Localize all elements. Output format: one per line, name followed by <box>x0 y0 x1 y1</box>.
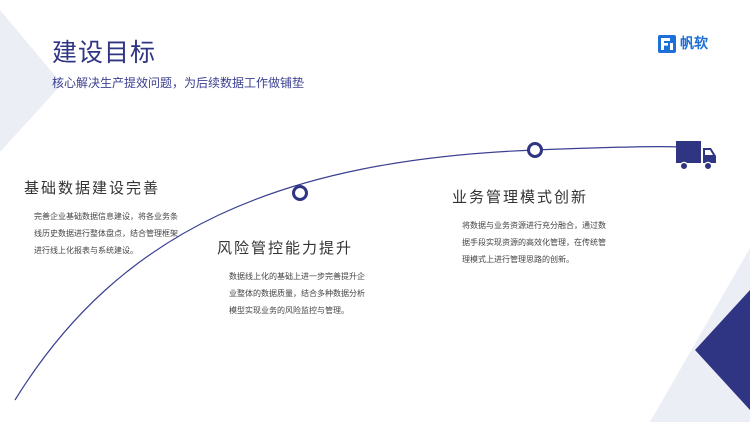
page-subtitle: 核心解决生产提效问题，为后续数据工作做铺垫 <box>52 76 305 90</box>
milestone-1-description: 完善企业基础数据信息建设，将各业务条线历史数据进行整体盘点，结合管理框架进行线上… <box>34 212 178 255</box>
brand-name: 帆软 <box>680 36 708 52</box>
deco-right-triangle-dark <box>695 290 750 410</box>
brand-logo: 帆软 <box>658 34 708 54</box>
milestone-1: 基础数据建设完善 完善企业基础数据信息建设，将各业务条线历史数据进行整体盘点，结… <box>24 178 184 259</box>
milestone-1-title: 基础数据建设完善 <box>24 179 161 197</box>
milestone-2-title: 风险管控能力提升 <box>217 239 354 257</box>
milestone-3: 业务管理模式创新 将数据与业务资源进行充分融合，通过数据手段实现资源的高效化管理… <box>452 187 608 268</box>
milestone-2-description: 数据线上化的基础上进一步完善提升企业整体的数据质量，结合多种数据分析模型实现业务… <box>229 272 365 315</box>
milestone-marker-1 <box>292 185 308 201</box>
milestone-2: 风险管控能力提升 数据线上化的基础上进一步完善提升企业整体的数据质量，结合多种数… <box>217 238 369 319</box>
deco-left-triangle <box>0 10 62 152</box>
milestone-3-title: 业务管理模式创新 <box>452 188 589 206</box>
truck-icon <box>676 141 716 171</box>
milestone-marker-2 <box>527 142 543 158</box>
milestone-3-description: 将数据与业务资源进行充分融合，通过数据手段实现资源的高效化管理，在传统管理模式上… <box>462 221 606 264</box>
page-title: 建设目标 <box>52 38 157 67</box>
fanruan-logo-icon <box>658 35 676 53</box>
